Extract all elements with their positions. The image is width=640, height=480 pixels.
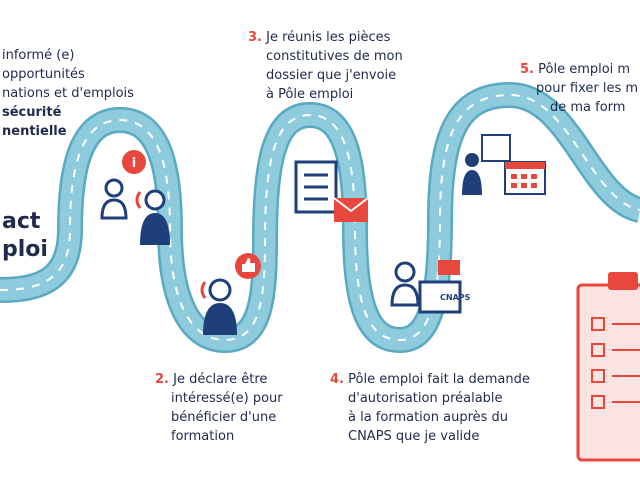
person-thumbs-up-icon [200, 253, 261, 335]
step1-line: informé (e) [2, 48, 75, 63]
clipboard-icon [294, 160, 338, 214]
step1-line: nentielle [2, 124, 67, 139]
step-number: 2. [155, 372, 169, 387]
contact-title: act ploi [2, 208, 48, 264]
envelope-icon [333, 197, 369, 222]
calendar-icon [504, 161, 546, 195]
step1-line: sécurité [2, 105, 62, 120]
step4-line: d'autorisation préalable [348, 391, 503, 406]
contact-line: ploi [2, 237, 48, 262]
advisor-laptop-icon: CNAPS [390, 260, 471, 314]
step5-text: 5. Pôle emploi m pour fixer les m de ma fo… [520, 60, 638, 117]
step1-text: informé (e) opportunités nations et d'empl… [2, 46, 134, 141]
step3-text: 3. Je réunis les pièces constitutives de … [248, 28, 403, 104]
step1-line: opportunités [2, 67, 85, 82]
step2-text: 2. Je déclare être intéressé(e) pour bénéf… [155, 370, 283, 446]
contact-line: act [2, 209, 41, 234]
road [0, 81, 640, 354]
advisor-icon [100, 178, 128, 220]
step-number: 3. [248, 30, 262, 45]
step4-line: CNAPS que je valide [348, 429, 480, 444]
step3-line: constitutives de mon [266, 49, 403, 64]
checklist-clipboard-icon [576, 272, 640, 462]
step1-line: nations et d'emplois [2, 86, 134, 101]
step-number: 5. [520, 62, 534, 77]
step-number: 4. [330, 372, 344, 387]
step2-line: Je déclare être [173, 372, 268, 387]
step3-line: dossier que j'envoie [266, 68, 397, 83]
step5-line: Pôle emploi m [538, 62, 631, 77]
person-phone-icon [135, 189, 170, 245]
cnaps-label: CNAPS [440, 293, 471, 302]
step4-line: Pôle emploi fait la demande [348, 372, 530, 387]
step2-line: formation [171, 429, 235, 444]
step3-line: Je réunis les pièces [266, 30, 391, 45]
svg-text:i: i [132, 156, 136, 171]
step2-line: bénéficier d'une [171, 410, 277, 425]
step5-line: de ma form [550, 100, 626, 115]
step5-line: pour fixer les m [536, 81, 639, 96]
step4-text: 4. Pôle emploi fait la demande d'autorisa… [330, 370, 530, 446]
step2-line: intéressé(e) pour [171, 391, 283, 406]
info-bubble-icon: i [122, 150, 146, 174]
presenter-icon [462, 134, 511, 195]
step4-line: à la formation auprès du [348, 410, 509, 425]
step3-line: à Pôle emploi [266, 87, 354, 102]
